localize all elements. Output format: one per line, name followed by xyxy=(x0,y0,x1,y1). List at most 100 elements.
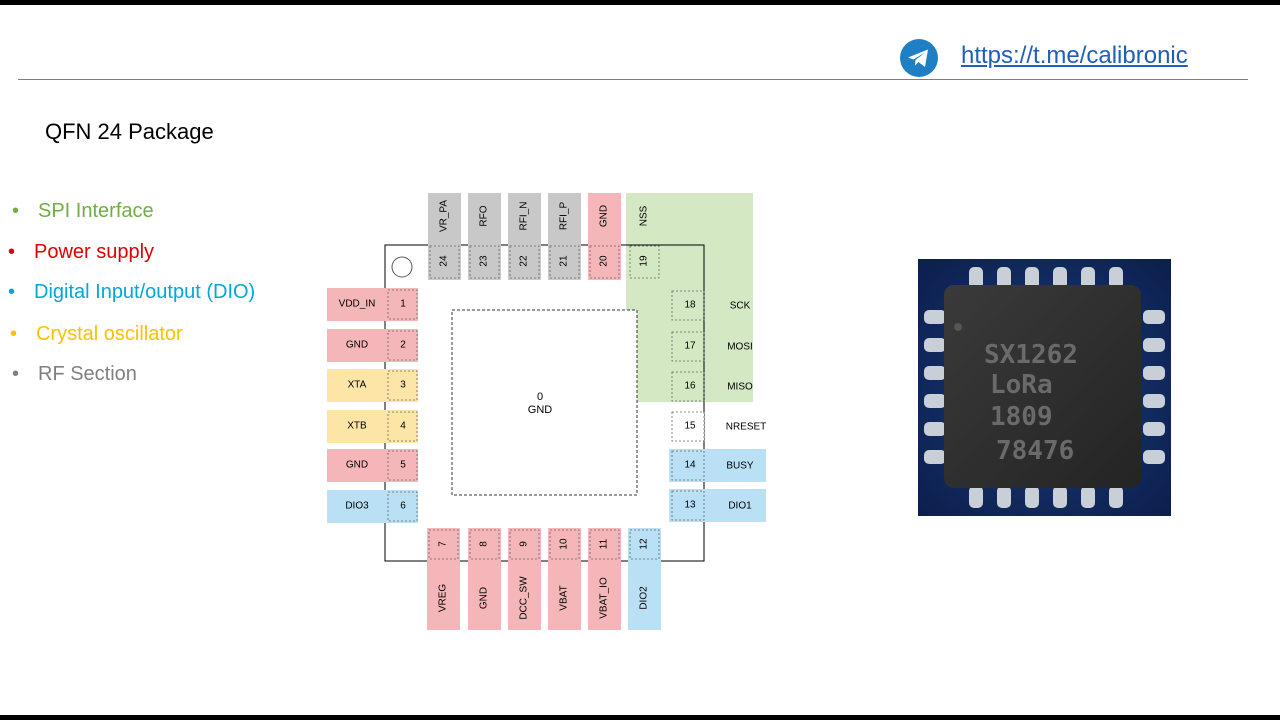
pin-20-name: GND xyxy=(599,205,610,227)
chip-pad xyxy=(1053,486,1067,508)
pin-11-pad xyxy=(589,529,620,560)
pin-7-bg xyxy=(427,528,460,630)
chip-pad xyxy=(1025,267,1039,289)
pin-4-number: 4 xyxy=(400,421,406,432)
chip-pad xyxy=(1143,310,1165,324)
pin-5-bg xyxy=(327,449,418,482)
pin-12-number: 12 xyxy=(639,538,650,550)
pin-12-name: DIO2 xyxy=(639,586,650,610)
pin-12-pad xyxy=(629,529,660,560)
pin-2-pad xyxy=(387,330,418,361)
center-pad-number: 0 xyxy=(537,391,543,403)
telegram-link[interactable]: https://t.me/calibronic xyxy=(961,42,1188,69)
pin-17-number: 17 xyxy=(684,341,696,352)
legend-crystal-label: Crystal oscillator xyxy=(36,323,183,345)
chip-pad xyxy=(1143,394,1165,408)
pin-9-pad xyxy=(509,529,540,560)
pin-10-number: 10 xyxy=(559,538,570,550)
chip-pad xyxy=(969,486,983,508)
legend-rf-label: RF Section xyxy=(38,363,137,385)
bullet-icon: • xyxy=(12,200,20,222)
pin-13-name: DIO1 xyxy=(728,501,752,512)
pin-1-pad xyxy=(387,289,418,320)
pin-24-name: VR_PA xyxy=(439,200,450,232)
chip-marking-line2: LoRa xyxy=(990,370,1053,400)
pin-11-number: 11 xyxy=(599,538,610,549)
chip-pad xyxy=(924,338,946,352)
chip-pad xyxy=(997,267,1011,289)
pin-7-number: 7 xyxy=(438,541,449,547)
header-divider xyxy=(18,79,1248,80)
pin-15-number: 15 xyxy=(684,421,696,432)
page-title: QFN 24 Package xyxy=(45,119,214,144)
pin-5-name: GND xyxy=(346,460,368,471)
pin-11-name: VBAT_IO xyxy=(599,577,610,619)
pin-15-pad xyxy=(671,411,705,442)
pin-23-number: 23 xyxy=(479,255,490,267)
pin-7-pad xyxy=(428,529,459,560)
pin-4-bg xyxy=(327,410,418,443)
pin-6-number: 6 xyxy=(400,501,406,512)
pin-1-number: 1 xyxy=(400,299,406,310)
legend-rf: •RF Section xyxy=(12,363,137,386)
chip-pad xyxy=(924,366,946,380)
pin-17-name: MOSI xyxy=(727,342,753,353)
pin-8-bg xyxy=(468,528,501,630)
pin-22-pad xyxy=(509,245,540,279)
pin-7-name: VREG xyxy=(438,584,449,613)
pin-4-name: XTB xyxy=(347,421,367,432)
pin-16-number: 16 xyxy=(684,381,696,392)
pin-3-pad xyxy=(387,370,418,401)
pin-16-pad xyxy=(671,371,705,402)
legend-dio-label: Digital Input/output (DIO) xyxy=(34,281,256,303)
pin-13-bg xyxy=(669,489,766,522)
pin-2-bg xyxy=(327,329,418,362)
pin-19-name: NSS xyxy=(639,205,650,226)
pin-1-name: VDD_IN xyxy=(339,299,376,310)
chip-pad xyxy=(969,267,983,289)
center-pad xyxy=(451,309,638,496)
pin1-marker-icon xyxy=(391,256,413,278)
legend-spi: •SPI Interface xyxy=(12,200,154,223)
chip-marking-line1: SX1262 xyxy=(984,340,1078,370)
bullet-icon: • xyxy=(8,241,16,263)
bullet-icon: • xyxy=(8,281,16,303)
pin-8-number: 8 xyxy=(479,541,490,547)
pin-24-bg xyxy=(428,193,461,280)
chip-pad xyxy=(1143,422,1165,436)
pin-20-number: 20 xyxy=(599,255,610,267)
chip-pad xyxy=(1143,450,1165,464)
pin-23-bg xyxy=(468,193,501,280)
legend-power: • Power supply xyxy=(8,241,154,264)
pin-14-bg xyxy=(669,449,766,482)
pin-10-bg xyxy=(548,528,581,630)
chip-pad xyxy=(924,394,946,408)
chip-pad xyxy=(1143,338,1165,352)
telegram-icon[interactable] xyxy=(899,38,939,78)
legend-crystal: •Crystal oscillator xyxy=(10,323,183,346)
pin-2-name: GND xyxy=(346,340,368,351)
pin-22-number: 22 xyxy=(519,255,530,267)
pin-18-pad xyxy=(671,290,705,321)
pin-5-pad xyxy=(387,450,418,481)
pin-13-pad xyxy=(671,490,705,521)
pin-9-bg xyxy=(508,528,541,630)
chip-pad xyxy=(1081,267,1095,289)
chip-pad xyxy=(1025,486,1039,508)
pin-16-name: MISO xyxy=(727,382,753,393)
pin-15-name: NRESET xyxy=(726,422,767,433)
chip-marking-line4: 78476 xyxy=(996,436,1074,466)
pin-10-pad xyxy=(549,529,580,560)
legend-power-label: Power supply xyxy=(34,241,155,263)
pin-22-name: RFI_N xyxy=(519,202,530,231)
pin-6-bg xyxy=(327,490,418,523)
pin-14-name: BUSY xyxy=(726,461,754,472)
pin-18-number: 18 xyxy=(684,300,696,311)
pin-23-pad xyxy=(469,245,500,279)
center-pad-name: GND xyxy=(528,404,553,416)
pin-19-pad xyxy=(629,245,660,279)
pin-3-bg xyxy=(327,369,418,402)
chip-photo: SX1262 LoRa 1809 78476 xyxy=(918,259,1171,516)
pin-11-bg xyxy=(588,528,621,630)
